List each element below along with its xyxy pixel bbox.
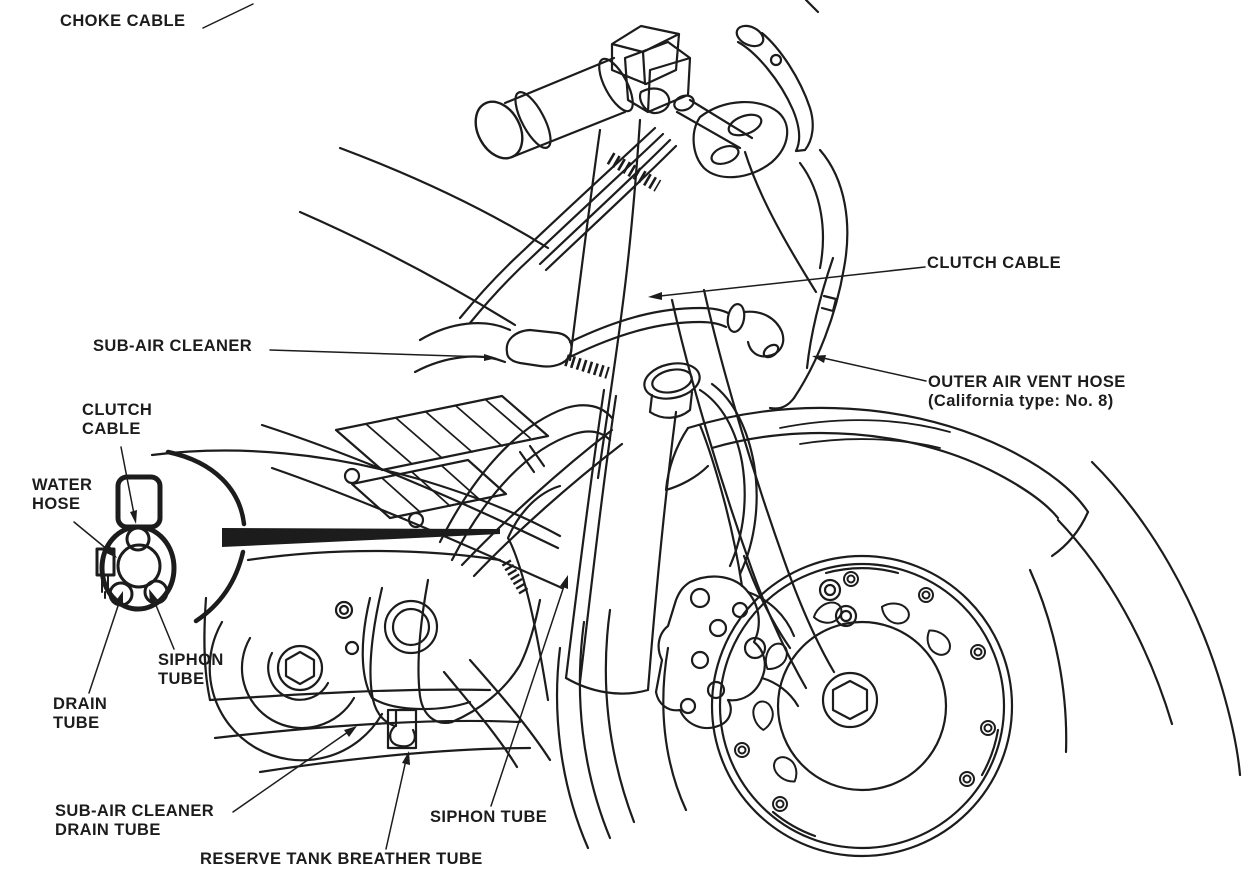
outer-air-vent-leader xyxy=(822,357,927,382)
vent-hose-hook xyxy=(742,310,785,358)
front-end-group xyxy=(555,288,1242,858)
label-inset-water-hose: WATER HOSE xyxy=(32,476,93,513)
label-outer-air-vent-hose: OUTER AIR VENT HOSE (California type: No… xyxy=(928,373,1126,410)
vent-hose-top xyxy=(568,306,730,344)
tube-loop xyxy=(389,724,416,748)
brake-caliper xyxy=(654,575,766,730)
mirror-stalk-cap xyxy=(735,24,765,48)
disc-rivets xyxy=(734,571,996,812)
vent-hose-bottom xyxy=(570,320,728,358)
fairing-side-edge xyxy=(805,256,835,370)
grip-end xyxy=(474,100,524,160)
drain-tube-section xyxy=(108,581,134,607)
fender-inner xyxy=(710,431,1060,520)
label-sub-air-cleaner: SUB-AIR CLEANER xyxy=(93,337,253,355)
label-siphon-tube: SIPHON TUBE xyxy=(430,808,548,826)
water-hose-lower xyxy=(450,430,612,562)
drain-tube-run xyxy=(417,578,454,724)
inset-water-leader xyxy=(73,521,109,551)
label-sub-air-cleaner-drain-tube: SUB-AIR CLEANER DRAIN TUBE xyxy=(55,802,215,839)
sub-air-cleaner-group xyxy=(505,303,785,379)
inset-arc-lower xyxy=(193,549,246,624)
crankcase-arc-1 xyxy=(208,620,384,762)
breather-tube xyxy=(369,586,397,728)
leader-arrowheads xyxy=(104,292,826,765)
disc-cutouts xyxy=(752,601,952,783)
frame-spar xyxy=(675,98,818,294)
clutch-cable-section xyxy=(125,526,151,552)
windscreen-edge xyxy=(792,148,849,400)
inset-detail xyxy=(95,449,500,624)
brake-line xyxy=(698,423,744,588)
worm-clamp xyxy=(501,559,529,595)
hose-spring-wrap xyxy=(564,354,610,379)
sub-air-drain-leader xyxy=(232,731,349,813)
crankcase-arc-2 xyxy=(240,636,356,730)
body-panels xyxy=(150,146,849,769)
inset-clutch-leader xyxy=(120,446,135,515)
rim-arcs xyxy=(662,568,1068,812)
hose-stub xyxy=(95,547,116,577)
siphon-tube-section xyxy=(143,579,169,605)
tube-bracket xyxy=(386,708,418,750)
water-hose-upper xyxy=(438,404,614,544)
water-hose-section xyxy=(116,543,162,589)
label-inset-clutch-cable: CLUTCH CABLE xyxy=(82,401,153,438)
disc-slots xyxy=(771,567,1000,838)
hose-clip xyxy=(726,303,746,333)
leader-lines xyxy=(73,3,927,850)
switch-housing xyxy=(623,40,692,114)
sub-air-cleaner-body xyxy=(505,328,573,368)
cable-guide xyxy=(115,474,163,530)
mirror-stalk xyxy=(736,31,814,153)
label-reserve-tank-breather-tube: RESERVE TANK BREATHER TUBE xyxy=(200,850,483,868)
inset-drain-leader xyxy=(88,599,121,694)
sub-air-cleaner-leader xyxy=(269,349,487,358)
reserve-tank-leader xyxy=(385,759,407,850)
fender-outer xyxy=(686,406,1090,514)
radiator-group xyxy=(438,362,758,702)
label-inset-drain-tube: DRAIN TUBE xyxy=(53,695,108,732)
tire-left-arcs xyxy=(555,608,636,850)
choke-cable-leader xyxy=(202,3,254,29)
label-choke-cable: CHOKE CABLE xyxy=(60,12,186,30)
master-cylinder xyxy=(610,24,681,86)
hex-bolt xyxy=(284,650,316,686)
clutch-cable-run xyxy=(596,118,642,480)
label-clutch-cable: CLUTCH CABLE xyxy=(927,254,1062,272)
radiator-cap xyxy=(643,362,701,400)
fork-tube xyxy=(670,298,808,690)
fairing-bracket xyxy=(692,101,789,179)
siphon-tube-run xyxy=(506,484,562,702)
inset-siphon-leader xyxy=(152,597,175,650)
handlebar-assembly xyxy=(474,0,820,294)
label-inset-siphon-tube: SIPHON TUBE xyxy=(158,651,224,688)
cables xyxy=(458,118,678,480)
axle-nut xyxy=(831,679,869,721)
brake-disc-outer xyxy=(710,554,1014,858)
reserve-tank-group xyxy=(361,578,542,750)
inset-arc-upper xyxy=(165,449,247,527)
siphon-bottom-leader xyxy=(490,585,565,807)
reserve-tank-cap xyxy=(383,599,439,655)
engine-group xyxy=(203,322,550,774)
tire-right-arcs xyxy=(1056,460,1242,777)
clutch-cable-leader xyxy=(659,266,926,297)
cross-hose xyxy=(460,428,624,578)
inset-pointer xyxy=(222,528,500,547)
lever-pivot xyxy=(638,87,671,115)
